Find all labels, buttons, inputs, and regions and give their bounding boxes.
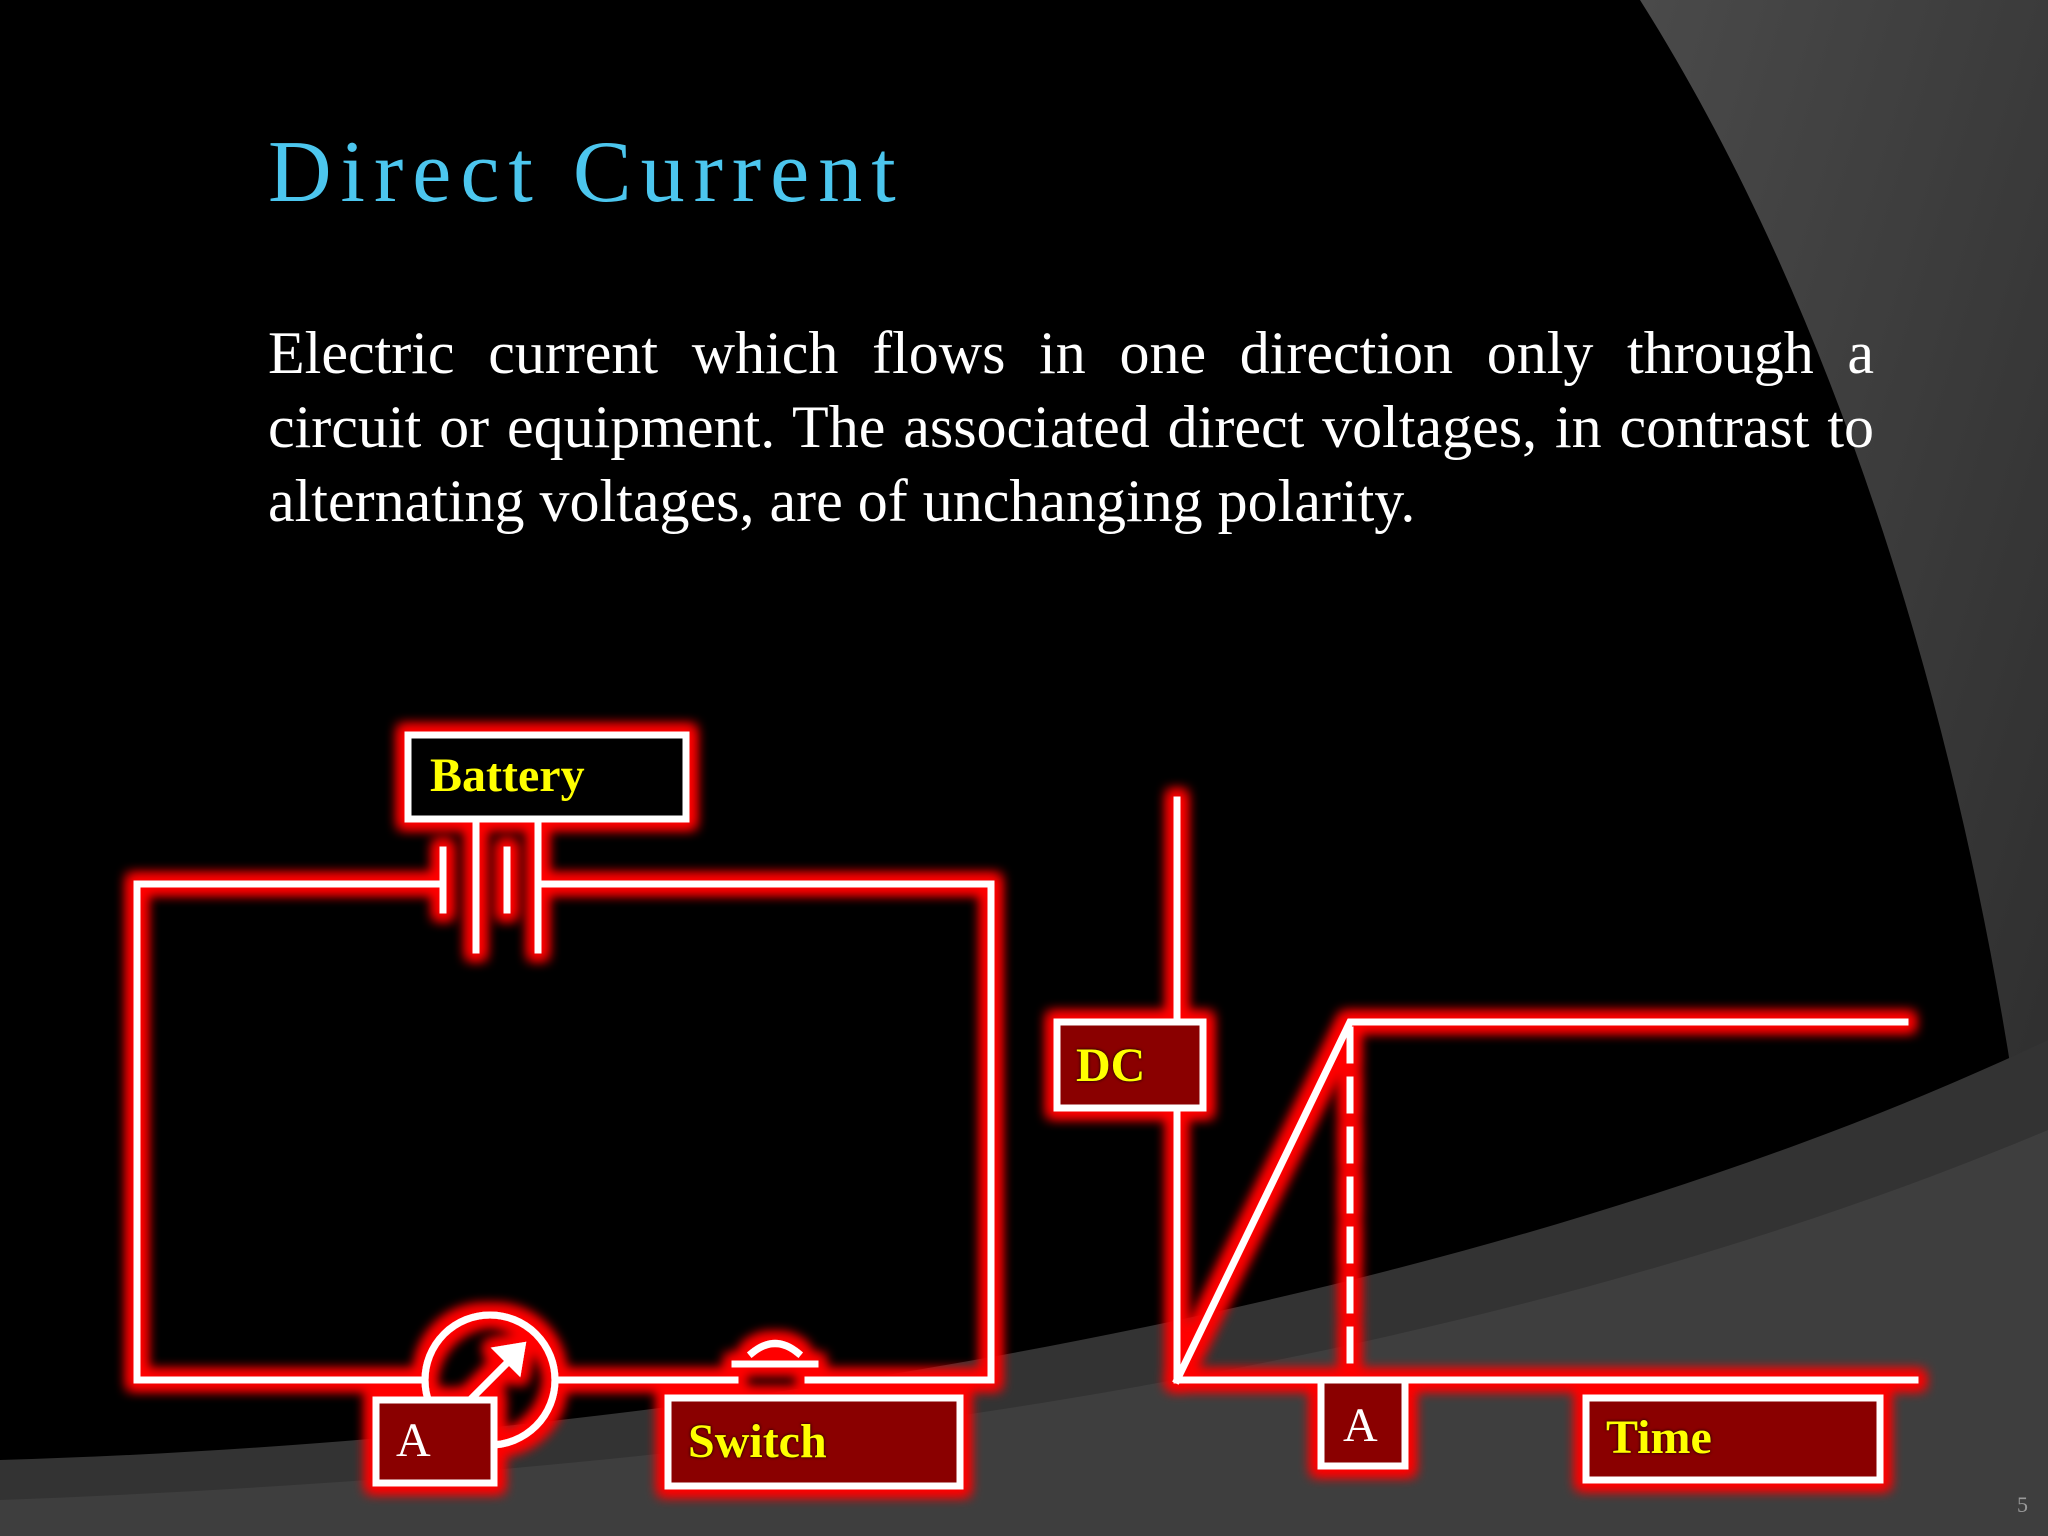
- battery-label: Battery: [430, 749, 585, 802]
- circuit-wire-left: [133, 880, 443, 1384]
- switch-knob: [747, 1340, 803, 1358]
- dc-label-box: [1053, 1018, 1207, 1112]
- graph-point-label: A: [1343, 1399, 1378, 1452]
- dc-curve: [1172, 1018, 1909, 1385]
- ammeter-label-box: [372, 1396, 498, 1487]
- graph-x-label: Time: [1606, 1411, 1712, 1464]
- time-label-box: [1582, 1394, 1884, 1484]
- ammeter-arrowhead: [490, 1341, 527, 1378]
- page-number: 5: [2017, 1492, 2028, 1517]
- switch-label: Switch: [688, 1415, 827, 1468]
- slide-body-text: Electric current which flows in one dire…: [268, 320, 1874, 534]
- switch-label-box: [664, 1394, 964, 1490]
- circuit-wire-right: [541, 880, 995, 1384]
- graph-y-label: DC: [1076, 1039, 1146, 1092]
- bg-swoosh-bottom-light: [0, 1130, 2048, 1536]
- bg-swoosh-top-right: [1640, 0, 2048, 1380]
- slide-title: Direct Current: [268, 124, 905, 221]
- point-label-box: [1317, 1376, 1409, 1470]
- battery-label-box: [404, 731, 690, 823]
- ammeter-label: A: [396, 1414, 431, 1467]
